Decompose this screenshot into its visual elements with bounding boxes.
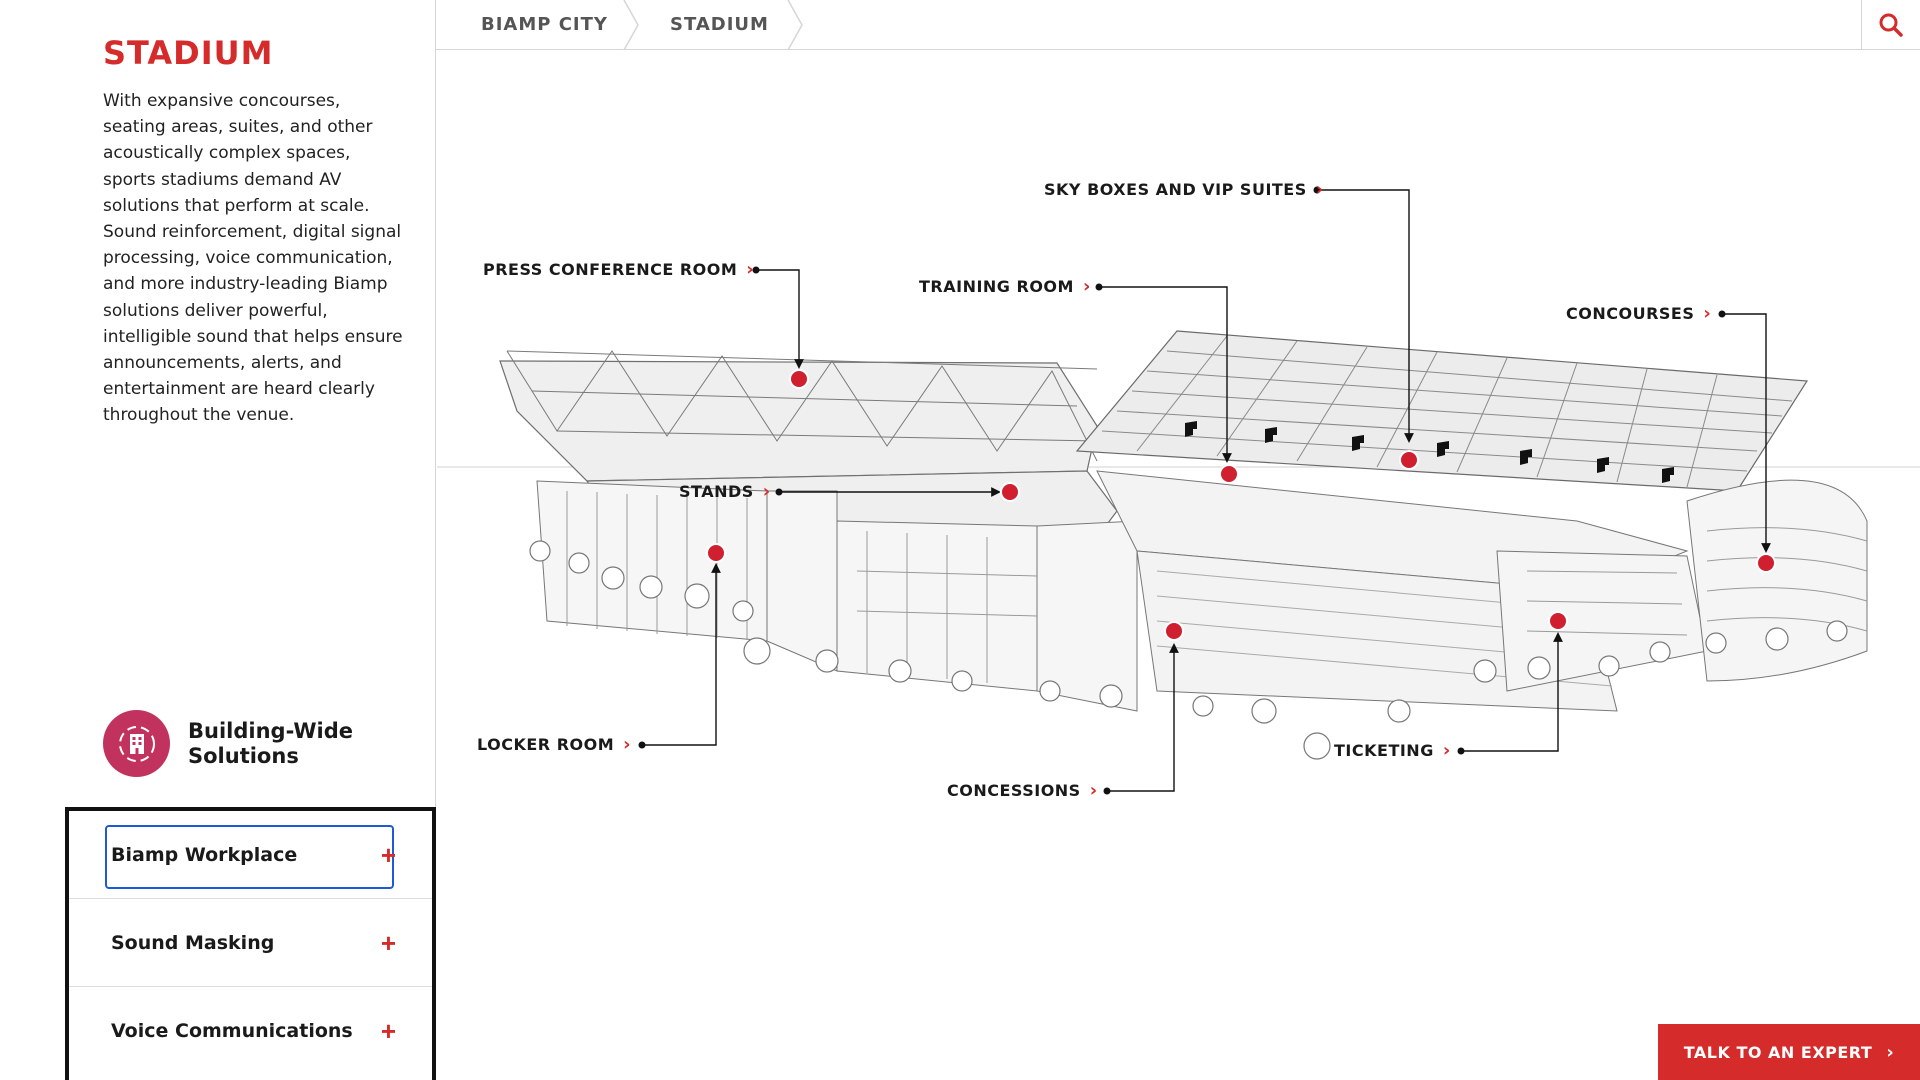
hotspot-dot-sky-boxes[interactable] — [1401, 452, 1417, 468]
chevron-right-icon: › — [1089, 780, 1098, 801]
chevron-right-icon: › — [1082, 276, 1091, 297]
building-wide-solutions: Building-Wide Solutions — [103, 710, 358, 777]
accordion-item-label: Voice Communications — [111, 1020, 353, 1042]
hotspot-label: LOCKER ROOM — [477, 735, 615, 754]
hotspot-dot-training-room[interactable] — [1221, 466, 1237, 482]
cta-label: TALK TO AN EXPERT — [1683, 1042, 1873, 1062]
breadcrumb-item-biamp-city[interactable]: BIAMP CITY — [481, 14, 608, 35]
hotspot-label: PRESS CONFERENCE ROOM — [483, 260, 738, 279]
hotspot-link-stands[interactable]: STANDS › — [679, 481, 771, 502]
hotspot-label: TICKETING — [1334, 741, 1434, 760]
stadium-illustration — [437, 330, 1920, 760]
chevron-right-icon: › — [1703, 303, 1712, 324]
accordion-item-biamp-workplace[interactable]: Biamp Workplace + — [69, 811, 432, 899]
chevron-right-icon: › — [1886, 1041, 1895, 1063]
hotspot-dot-stands[interactable] — [1002, 484, 1018, 500]
accordion-item-label: Sound Masking — [111, 931, 275, 954]
plus-icon[interactable]: + — [380, 1016, 396, 1046]
hotspot-dot-concessions[interactable] — [1166, 623, 1182, 639]
page-description: With expansive concourses, seating areas… — [103, 91, 403, 426]
hotspot-link-sky-boxes[interactable]: SKY BOXES AND VIP SUITES › — [1044, 179, 1324, 200]
search-button[interactable] — [1861, 0, 1920, 49]
hotspot-label: CONCOURSES — [1566, 304, 1695, 323]
hotspot-link-training-room[interactable]: TRAINING ROOM › — [919, 276, 1091, 297]
chevron-right-icon: › — [1315, 179, 1324, 200]
hotspot-label: SKY BOXES AND VIP SUITES — [1044, 180, 1307, 199]
breadcrumb-item-stadium[interactable]: STADIUM — [670, 14, 769, 35]
stadium-map: SKY BOXES AND VIP SUITES › PRESS CONFEREN… — [437, 51, 1920, 1080]
hotspot-label: STANDS — [679, 482, 754, 501]
chevron-right-icon: › — [1442, 740, 1451, 761]
hotspot-dot-concourses[interactable] — [1758, 555, 1774, 571]
hotspot-label: TRAINING ROOM — [919, 277, 1074, 296]
plus-icon[interactable]: + — [380, 839, 396, 870]
breadcrumb: BIAMP CITY STADIUM — [436, 0, 1920, 50]
hotspot-link-press-conference-room[interactable]: PRESS CONFERENCE ROOM › — [483, 259, 754, 280]
accordion-item-label: Biamp Workplace — [111, 843, 298, 866]
page-title: STADIUM — [103, 34, 274, 72]
building-icon — [103, 710, 170, 777]
chevron-right-icon: › — [746, 259, 755, 280]
hotspot-dot-ticketing[interactable] — [1550, 613, 1566, 629]
sidebar: STADIUM With expansive concourses, seati… — [0, 0, 436, 1080]
accordion-item-voice-communications[interactable]: Voice Communications + — [69, 987, 432, 1075]
building-wide-solutions-label: Building-Wide Solutions — [188, 718, 353, 768]
hotspot-link-concessions[interactable]: CONCESSIONS › — [947, 780, 1098, 801]
search-icon — [1879, 13, 1903, 37]
chevron-right-icon: › — [623, 734, 632, 755]
talk-to-expert-button[interactable]: TALK TO AN EXPERT › — [1658, 1024, 1920, 1080]
breadcrumb-separator-icon — [787, 0, 803, 50]
hotspot-dot-locker-room[interactable] — [708, 545, 724, 561]
accordion-item-sound-masking[interactable]: Sound Masking + — [69, 899, 432, 987]
hotspot-label: CONCESSIONS — [947, 781, 1081, 800]
plus-icon[interactable]: + — [380, 927, 396, 958]
solutions-accordion: Biamp Workplace + Sound Masking + Voice … — [65, 807, 436, 1080]
hotspot-link-locker-room[interactable]: LOCKER ROOM › — [477, 734, 631, 755]
chevron-right-icon: › — [762, 481, 771, 502]
hotspot-link-concourses[interactable]: CONCOURSES › — [1566, 303, 1711, 324]
hotspot-link-ticketing[interactable]: TICKETING › — [1334, 740, 1451, 761]
hotspot-dot-press-conference-room[interactable] — [791, 371, 807, 387]
breadcrumb-separator-icon — [623, 0, 639, 50]
